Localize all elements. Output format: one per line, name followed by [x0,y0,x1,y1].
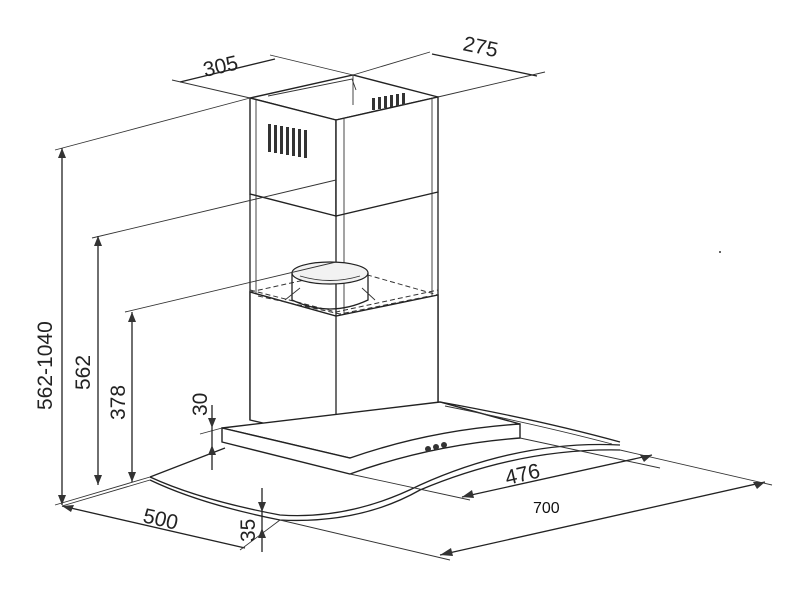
dim-line-275 [431,53,538,77]
label-width: 700 [533,500,560,517]
dim-line-476 [461,454,653,498]
label-duct-depth: 275 [461,32,500,62]
control-button [425,446,431,452]
upper-duct [249,74,439,217]
label-body-height: 378 [107,385,130,420]
dim-line-305 [179,58,276,83]
label-total-height: 562-1040 [34,321,57,410]
speck [719,251,721,253]
label-depth: 500 [141,504,180,534]
vent-grille-left [268,124,307,158]
label-duct-width: 305 [201,52,240,82]
dim-line-700 [439,481,766,556]
dim-line-500 [61,505,246,549]
label-glass-offset: 30 [189,393,212,416]
control-button [433,444,439,450]
label-glass-thickness: 35 [237,519,260,542]
canopy [149,401,621,522]
label-body-width: 476 [503,460,542,490]
vent-grille-right [372,93,405,110]
motor-box [249,261,439,441]
label-duct-height: 562 [72,355,95,390]
dimension-lines [54,51,773,561]
control-button [441,442,447,448]
